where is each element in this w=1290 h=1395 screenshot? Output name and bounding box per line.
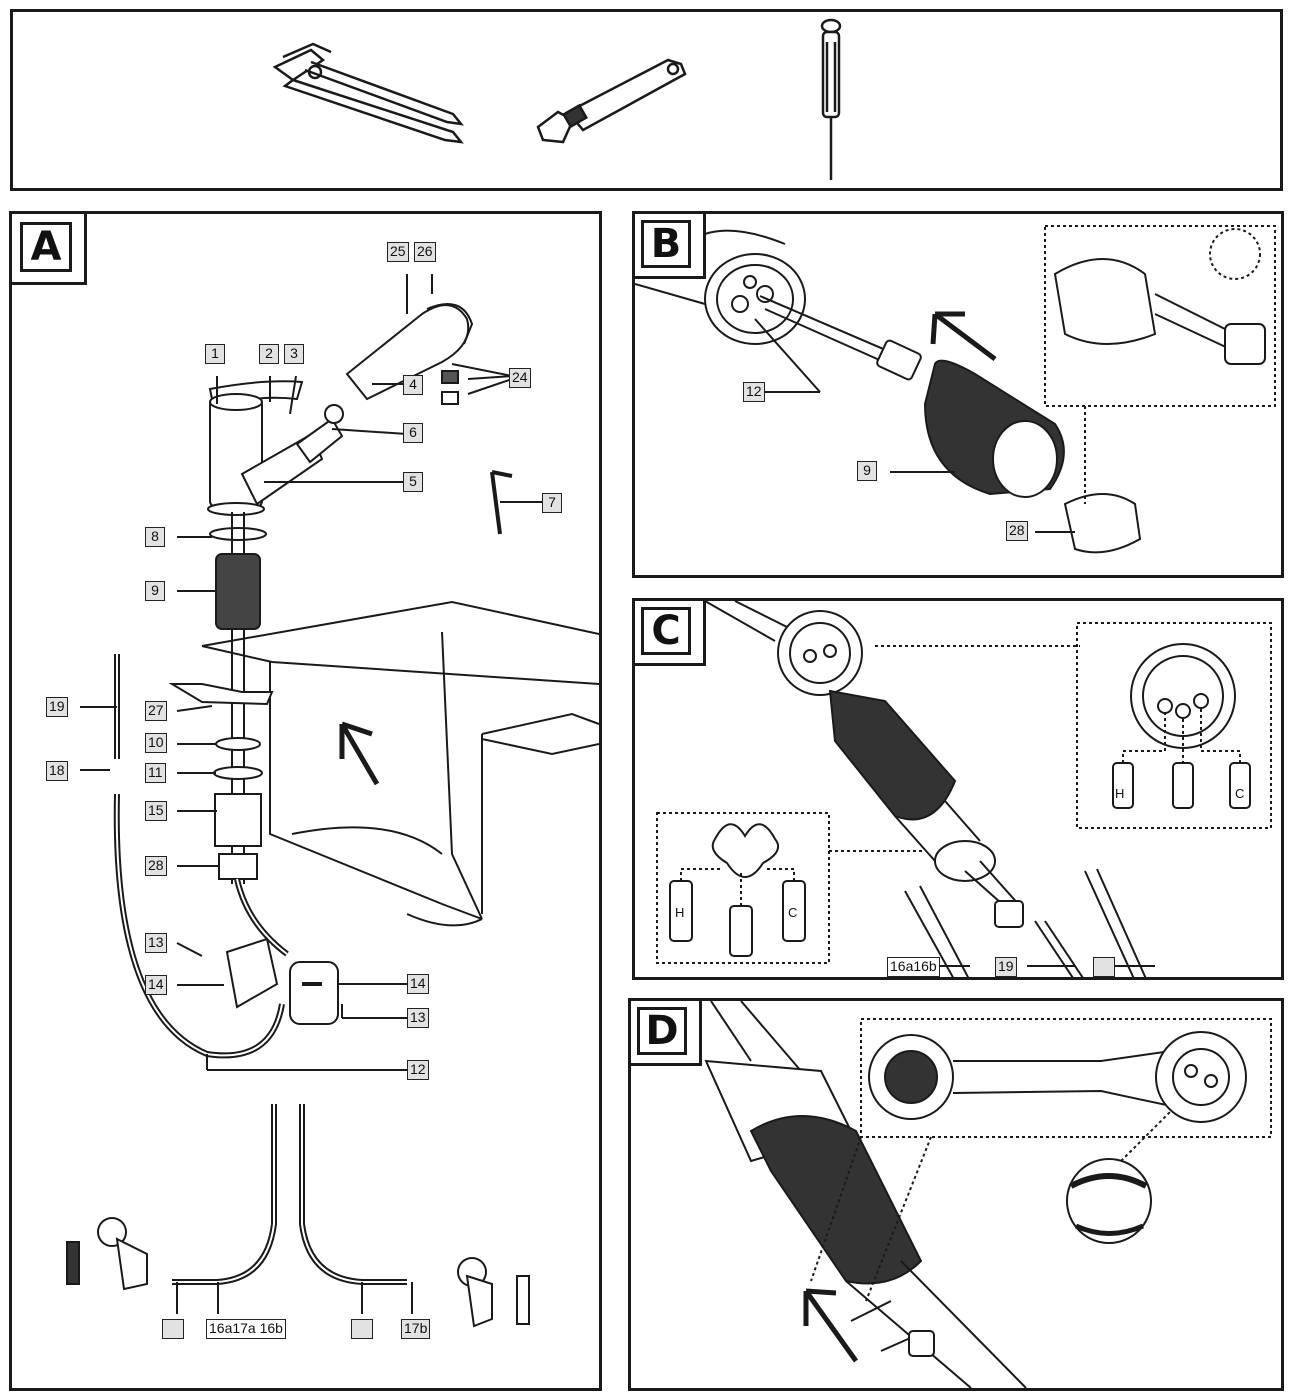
label-blank-right xyxy=(351,1319,373,1339)
label-9-b: 9 xyxy=(857,461,877,481)
label-13-right: 13 xyxy=(407,1008,429,1028)
label-3: 3 xyxy=(284,344,304,364)
screwdriver-icon xyxy=(820,18,842,180)
label-12-b: 12 xyxy=(743,382,765,402)
panel-b: B 12 9 28 xyxy=(632,211,1284,578)
label-9: 9 xyxy=(145,581,165,601)
label-c-inset-left: C xyxy=(788,905,798,920)
label-16a16b-c: 16a16b xyxy=(887,957,940,977)
tools-panel xyxy=(10,9,1283,191)
label-blank-c xyxy=(1093,957,1115,977)
panel-a-tag: A xyxy=(20,222,72,272)
label-13-left: 13 xyxy=(145,933,167,953)
label-5: 5 xyxy=(403,472,423,492)
panel-a: A xyxy=(9,211,602,1391)
label-11: 11 xyxy=(145,763,166,783)
tools-drawing xyxy=(272,18,842,180)
label-8: 8 xyxy=(145,527,165,547)
panel-d-drawing xyxy=(704,1001,1272,1388)
label-2: 2 xyxy=(259,344,279,364)
panel-b-tag: B xyxy=(641,220,691,268)
label-c-inset-right: C xyxy=(1235,786,1245,801)
label-17b: 17b xyxy=(401,1319,431,1339)
label-27: 27 xyxy=(145,701,167,721)
panel-c-drawing xyxy=(656,601,1272,977)
label-4: 4 xyxy=(403,375,423,395)
label-19-c: 19 xyxy=(995,957,1017,977)
label-12: 12 xyxy=(407,1060,429,1080)
label-28-b: 28 xyxy=(1006,521,1028,541)
label-1: 1 xyxy=(205,344,225,364)
label-h-inset-right: H xyxy=(1115,786,1125,801)
label-7: 7 xyxy=(542,493,562,513)
panel-d-tag: D xyxy=(637,1007,687,1055)
panel-d: D xyxy=(628,998,1284,1391)
label-14-right: 14 xyxy=(407,974,429,994)
label-h-inset-left: H xyxy=(675,905,685,920)
label-15: 15 xyxy=(145,801,167,821)
label-blank-left xyxy=(162,1319,184,1339)
panel-c: C xyxy=(632,598,1284,980)
panel-c-tag: C xyxy=(641,607,691,655)
label-25: 25 xyxy=(387,242,409,262)
label-28: 28 xyxy=(145,856,167,876)
label-14-left: 14 xyxy=(145,975,167,995)
label-19: 19 xyxy=(46,697,68,717)
label-10: 10 xyxy=(145,733,167,753)
label-24: 24 xyxy=(509,368,531,388)
label-6: 6 xyxy=(403,423,423,443)
pliers-icon xyxy=(272,42,464,144)
label-26: 26 xyxy=(414,242,436,262)
panel-b-drawing xyxy=(635,225,1276,554)
label-16a17a16b: 16a17a 16b xyxy=(206,1319,286,1339)
label-18: 18 xyxy=(46,761,68,781)
adjustable-wrench-icon xyxy=(536,58,687,144)
panel-a-drawing xyxy=(66,274,599,1328)
